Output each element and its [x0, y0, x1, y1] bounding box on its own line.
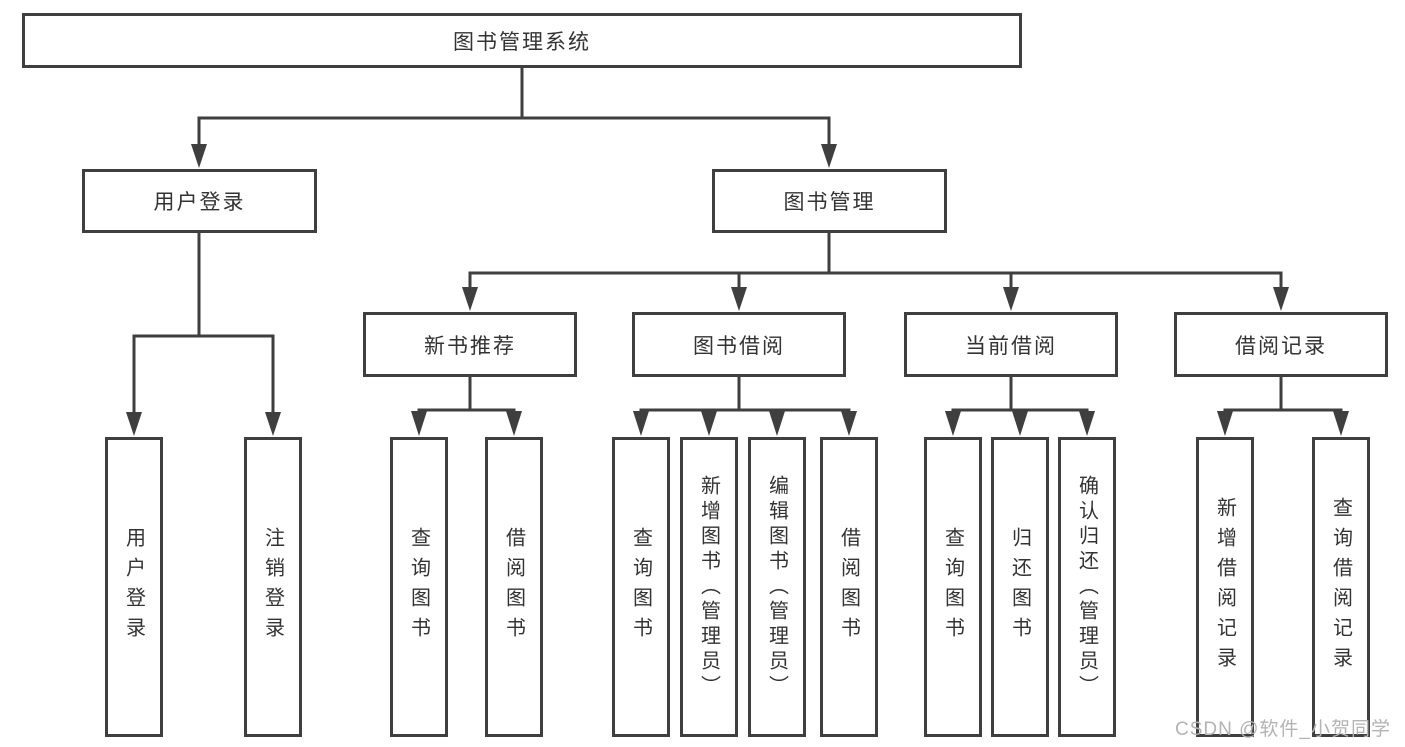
- node-edit-book-admin-label: 编辑图书（管理员）: [765, 474, 788, 700]
- node-book-management-label: 图书管理: [783, 191, 876, 214]
- node-borrow-books-recommend: 借阅图书: [485, 437, 543, 737]
- node-confirm-return-admin: 确认归还（管理员）: [1058, 437, 1116, 737]
- node-user-login: 用户登录: [82, 169, 317, 233]
- node-query-borrow-record-label: 查询借阅记录: [1329, 497, 1352, 677]
- node-add-borrow-record: 新增借阅记录: [1196, 437, 1254, 737]
- node-root: 图书管理系统: [22, 13, 1022, 68]
- node-query-books-recommend-label: 查询图书: [407, 527, 430, 647]
- node-new-book-recommend: 新书推荐: [363, 312, 577, 377]
- watermark-text: CSDN @软件_小贺同学: [1175, 719, 1391, 740]
- node-add-borrow-record-label: 新增借阅记录: [1213, 497, 1236, 677]
- node-logout-leaf: 注销登录: [244, 437, 302, 737]
- node-book-management: 图书管理: [712, 169, 947, 233]
- node-user-login-leaf: 用户登录: [105, 437, 163, 737]
- node-query-books-recommend: 查询图书: [390, 437, 448, 737]
- node-borrowing-records-label: 借阅记录: [1235, 334, 1327, 358]
- node-add-book-admin-label: 新增图书（管理员）: [697, 474, 720, 700]
- node-user-login-leaf-label: 用户登录: [122, 527, 145, 647]
- node-edit-book-admin: 编辑图书（管理员）: [748, 437, 806, 737]
- node-user-login-label: 用户登录: [153, 191, 246, 214]
- node-query-borrow-record: 查询借阅记录: [1312, 437, 1370, 737]
- node-book-borrowing: 图书借阅: [632, 312, 846, 377]
- node-return-book: 归还图书: [991, 437, 1049, 737]
- node-borrow-books-recommend-label: 借阅图书: [502, 527, 525, 647]
- node-confirm-return-admin-label: 确认归还（管理员）: [1075, 474, 1098, 700]
- node-add-book-admin: 新增图书（管理员）: [680, 437, 738, 737]
- node-book-borrowing-label: 图书借阅: [693, 334, 785, 358]
- node-new-book-recommend-label: 新书推荐: [424, 334, 516, 358]
- node-current-borrowing: 当前借阅: [904, 312, 1118, 377]
- node-current-borrowing-label: 当前借阅: [965, 334, 1057, 358]
- node-query-books-current: 查询图书: [924, 437, 982, 737]
- node-return-book-label: 归还图书: [1008, 527, 1031, 647]
- node-logout-leaf-label: 注销登录: [261, 527, 284, 647]
- node-borrowing-records: 借阅记录: [1174, 312, 1388, 377]
- node-borrow-books-label: 借阅图书: [837, 527, 860, 647]
- node-query-books-borrow-label: 查询图书: [629, 527, 652, 647]
- node-query-books-current-label: 查询图书: [941, 527, 964, 647]
- node-root-label: 图书管理系统: [453, 30, 591, 54]
- node-borrow-books: 借阅图书: [820, 437, 878, 737]
- node-query-books-borrow: 查询图书: [612, 437, 670, 737]
